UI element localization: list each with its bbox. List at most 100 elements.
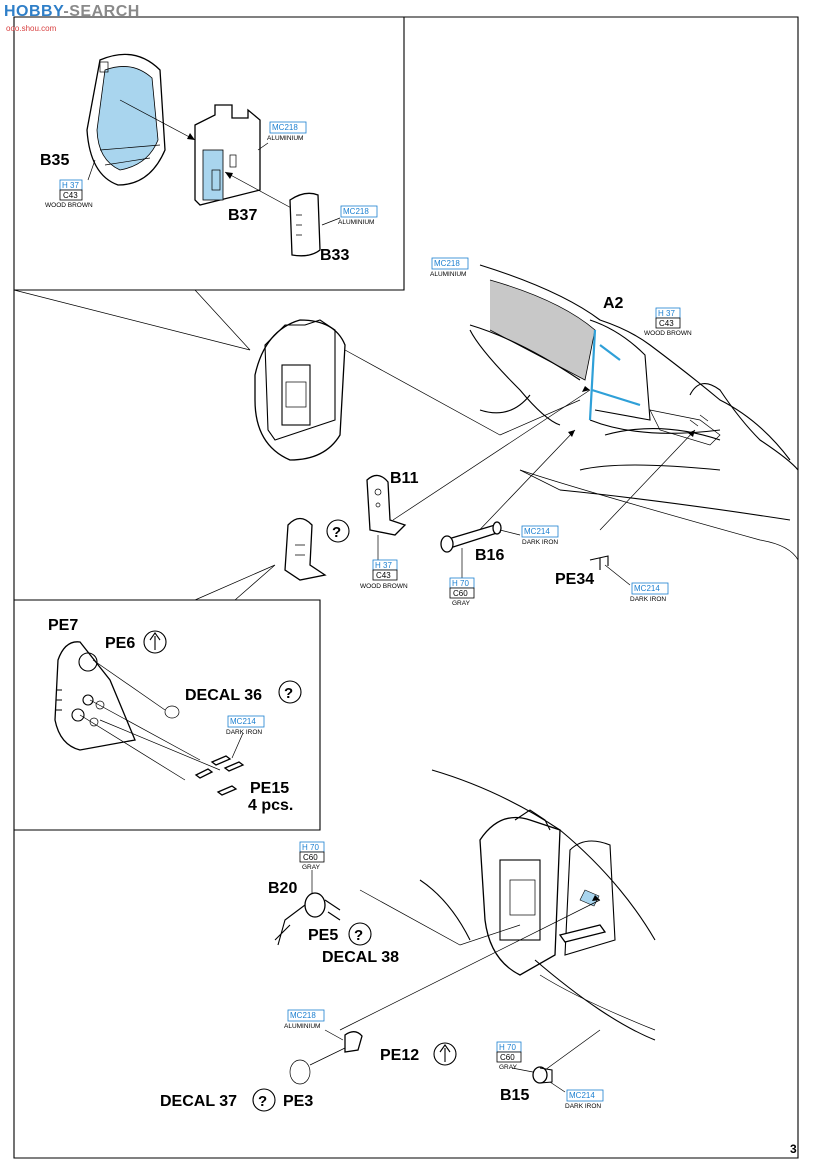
svg-text:WOOD BROWN: WOOD BROWN [45, 202, 93, 209]
paint-callout-b16-gray: H 70 C60 GRAY [449, 577, 475, 607]
inset-frame-top [14, 17, 405, 291]
svg-text:ALUMINIUM: ALUMINIUM [338, 219, 374, 226]
part-b15-drawing [532, 1066, 553, 1084]
page-frame [13, 16, 799, 1159]
label-b20: B20 [268, 880, 297, 897]
label-b35: B35 [40, 152, 69, 169]
arrow-b35 [119, 99, 196, 141]
part-b20-drawing [274, 892, 341, 946]
bend-arrow-icon [433, 1042, 457, 1066]
svg-text:MC218: MC218 [434, 259, 460, 268]
svg-text:DARK IRON: DARK IRON [630, 596, 666, 603]
svg-text:ALUMINIUM: ALUMINIUM [430, 271, 466, 278]
paint-callout-b35: H 37 C43 WOOD BROWN [45, 179, 93, 209]
paint-callout-b15-gray: H 70 C60 GRAY [496, 1041, 522, 1071]
part-pe12-drawing [344, 1031, 363, 1053]
question-mark-icon: ? [252, 1088, 276, 1112]
svg-text:H 37: H 37 [658, 309, 675, 318]
label-pe7: PE7 [48, 617, 78, 634]
svg-text:C43: C43 [376, 571, 391, 580]
part-decal-part-drawing [284, 517, 327, 581]
svg-text:H 70: H 70 [452, 579, 469, 588]
part-pe7-drawing [54, 641, 136, 751]
label-decal-37: DECAL 37 [160, 1093, 237, 1110]
label-pe15: PE15 [250, 780, 289, 797]
part-b35-drawing [86, 53, 166, 186]
svg-text:C43: C43 [659, 319, 674, 328]
svg-text:WOOD BROWN: WOOD BROWN [644, 330, 692, 337]
label-b15: B15 [500, 1087, 529, 1104]
inset-callout-lines [13, 289, 251, 351]
svg-text:H 37: H 37 [62, 181, 79, 190]
arrow-b33 [224, 171, 296, 211]
part-lower-fuselage-drawing [419, 769, 656, 1041]
part-b16-drawing [440, 521, 502, 553]
label-b33: B33 [320, 247, 349, 264]
svg-text:C60: C60 [303, 853, 318, 862]
decal-36-mark [164, 705, 180, 719]
svg-text:MC218: MC218 [343, 207, 369, 216]
paint-callout-b37: MC218 ALUMINIUM [267, 121, 307, 142]
svg-text:MC214: MC214 [524, 527, 550, 536]
question-mark-icon: ? [348, 922, 372, 946]
label-pe5: PE5 [308, 927, 338, 944]
page-number: 3 [790, 1142, 797, 1156]
svg-text:GRAY: GRAY [499, 1064, 518, 1071]
label-b11: B11 [390, 470, 419, 487]
paint-callout-a2-aluminium: MC218 ALUMINIUM [430, 257, 469, 278]
paint-callout-pe34: MC214 DARK IRON [630, 582, 669, 603]
question-mark-icon: ? [326, 519, 350, 543]
paint-callout-b16-iron: MC214 DARK IRON [521, 525, 558, 546]
svg-text:DARK IRON: DARK IRON [565, 1103, 601, 1110]
question-mark-icon: ? [278, 680, 302, 704]
paint-callout-b33: MC218 ALUMINIUM [338, 205, 378, 226]
svg-text:C60: C60 [500, 1053, 515, 1062]
paint-callout-pe12: MC218 ALUMINIUM [284, 1009, 325, 1030]
label-decal-36: DECAL 36 [185, 687, 262, 704]
svg-text:?: ? [332, 524, 341, 541]
inset2-callout-lines [194, 564, 276, 601]
svg-text:ALUMINIUM: ALUMINIUM [267, 135, 303, 142]
paint-callout-b11: H 37 C43 WOOD BROWN [360, 559, 408, 590]
svg-text:DARK IRON: DARK IRON [226, 729, 262, 736]
svg-text:GRAY: GRAY [302, 864, 321, 871]
label-pe3: PE3 [283, 1093, 313, 1110]
part-b33-drawing [289, 192, 321, 257]
svg-text:GRAY: GRAY [452, 600, 471, 607]
part-pe15-drawing [194, 755, 245, 796]
paint-callout-pe15: MC214 DARK IRON [226, 715, 265, 736]
svg-text:?: ? [258, 1093, 267, 1110]
label-b37: B37 [228, 207, 257, 224]
decal-37-mark [289, 1059, 311, 1085]
svg-text:ALUMINIUM: ALUMINIUM [284, 1023, 320, 1030]
part-b37-drawing [194, 104, 261, 206]
svg-text:?: ? [354, 927, 363, 944]
svg-text:H 37: H 37 [375, 561, 392, 570]
paint-callout-a2-wood: H 37 C43 WOOD BROWN [644, 307, 692, 337]
part-a2-drawing [469, 264, 799, 561]
label-pe6: PE6 [105, 635, 135, 652]
svg-text:MC218: MC218 [290, 1011, 316, 1020]
svg-text:?: ? [284, 685, 293, 702]
part-assembled-preview [254, 319, 346, 461]
label-a2: A2 [603, 295, 624, 312]
svg-text:MC214: MC214 [230, 717, 256, 726]
part-b11-drawing [366, 474, 407, 536]
svg-text:DARK IRON: DARK IRON [522, 539, 558, 546]
svg-text:WOOD BROWN: WOOD BROWN [360, 583, 408, 590]
label-b16: B16 [475, 547, 504, 564]
inset-frame-bottom [14, 599, 321, 831]
svg-text:H 70: H 70 [499, 1043, 516, 1052]
paint-callout-b15-iron: MC214 DARK IRON [565, 1089, 604, 1110]
part-pe34-drawing [589, 555, 609, 570]
label-pe12: PE12 [380, 1047, 419, 1064]
paint-callout-b20: H 70 C60 GRAY [299, 841, 325, 871]
svg-text:C60: C60 [453, 589, 468, 598]
svg-text:H 70: H 70 [302, 843, 319, 852]
watermark-site: ooo.shou.com [6, 24, 57, 33]
label-pe34: PE34 [555, 571, 594, 588]
label-decal-38: DECAL 38 [322, 949, 399, 966]
svg-text:MC214: MC214 [634, 584, 660, 593]
